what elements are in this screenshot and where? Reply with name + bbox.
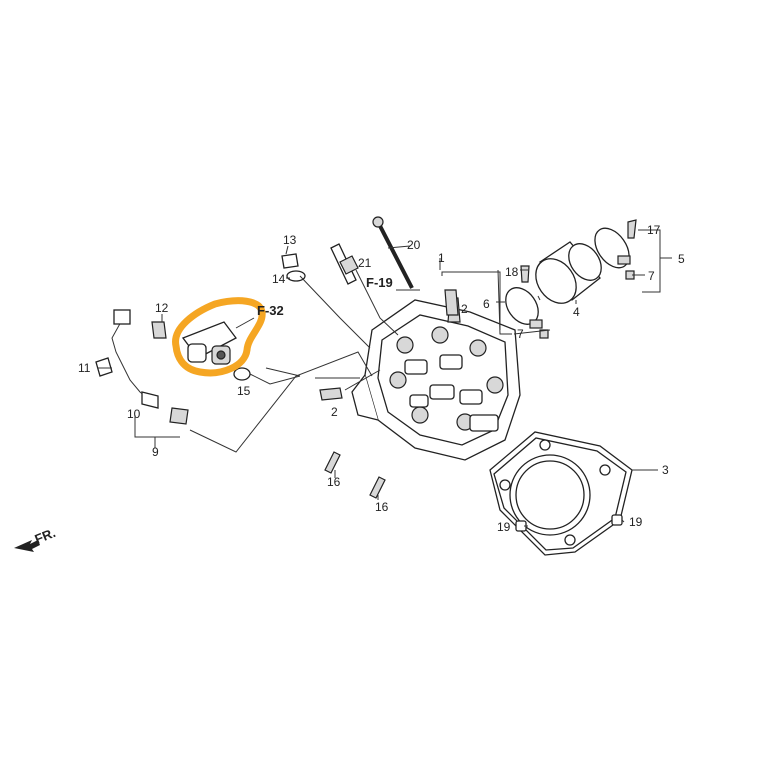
intake-clamp-upper (594, 227, 631, 269)
intake-clamp-lower (505, 287, 543, 329)
callout-9: 9 (152, 445, 159, 459)
callout-19a: 19 (497, 520, 511, 534)
callout-21: 21 (358, 256, 372, 270)
sensor-connector (141, 391, 159, 409)
cam-sensor-wire (111, 309, 151, 401)
screw-18 (520, 265, 530, 283)
callout-4: 4 (573, 305, 580, 319)
ref-f19: F-19 (366, 275, 393, 290)
bolt-12 (151, 321, 167, 339)
highlight-circle (172, 297, 266, 377)
wire-clamp (95, 357, 113, 377)
callout-12: 12 (155, 301, 169, 315)
screw-17 (627, 219, 637, 239)
cap-nut (281, 253, 299, 269)
front-marker: FR. (33, 525, 58, 547)
callout-16a: 16 (327, 475, 341, 489)
stud-bolts (324, 451, 386, 499)
sensor-tip (169, 407, 189, 425)
callout-11: 11 (78, 361, 91, 375)
callout-labels: 1 2 2 3 4 5 6 7 7 9 10 11 12 13 14 15 16… (33, 223, 685, 547)
callout-5: 5 (678, 252, 685, 266)
callout-2a: 2 (461, 302, 468, 316)
spark-plug (330, 243, 359, 285)
callout-17: 17 (647, 223, 661, 237)
ref-f32: F-32 (257, 303, 284, 318)
o-ring (233, 367, 251, 381)
callout-1: 1 (438, 251, 445, 265)
front-direction-arrow-icon (14, 540, 40, 552)
callout-15: 15 (237, 384, 251, 398)
callout-2b: 2 (331, 405, 338, 419)
callout-6: 6 (483, 297, 490, 311)
callout-13: 13 (283, 233, 297, 247)
highlighted-part[interactable] (181, 317, 255, 365)
stud-bolt-long (372, 216, 414, 289)
callout-10: 10 (127, 407, 141, 421)
dowel-pin-2b (444, 289, 459, 316)
leader-lines (98, 229, 672, 527)
callout-7a: 7 (648, 269, 655, 283)
nut-7b (539, 329, 549, 339)
callout-16b: 16 (375, 500, 389, 514)
callout-18: 18 (505, 265, 519, 279)
callout-7b: 7 (517, 327, 524, 341)
callout-20: 20 (407, 238, 421, 252)
callout-14: 14 (272, 272, 286, 286)
dowel-pin-2a (319, 387, 343, 401)
washer (286, 270, 306, 282)
intake-pipe (535, 241, 602, 304)
cylinder-head (351, 297, 521, 461)
callout-3: 3 (662, 463, 669, 477)
callout-19b: 19 (629, 515, 643, 529)
head-gasket (489, 431, 633, 556)
dowel-pin-right (611, 514, 623, 526)
